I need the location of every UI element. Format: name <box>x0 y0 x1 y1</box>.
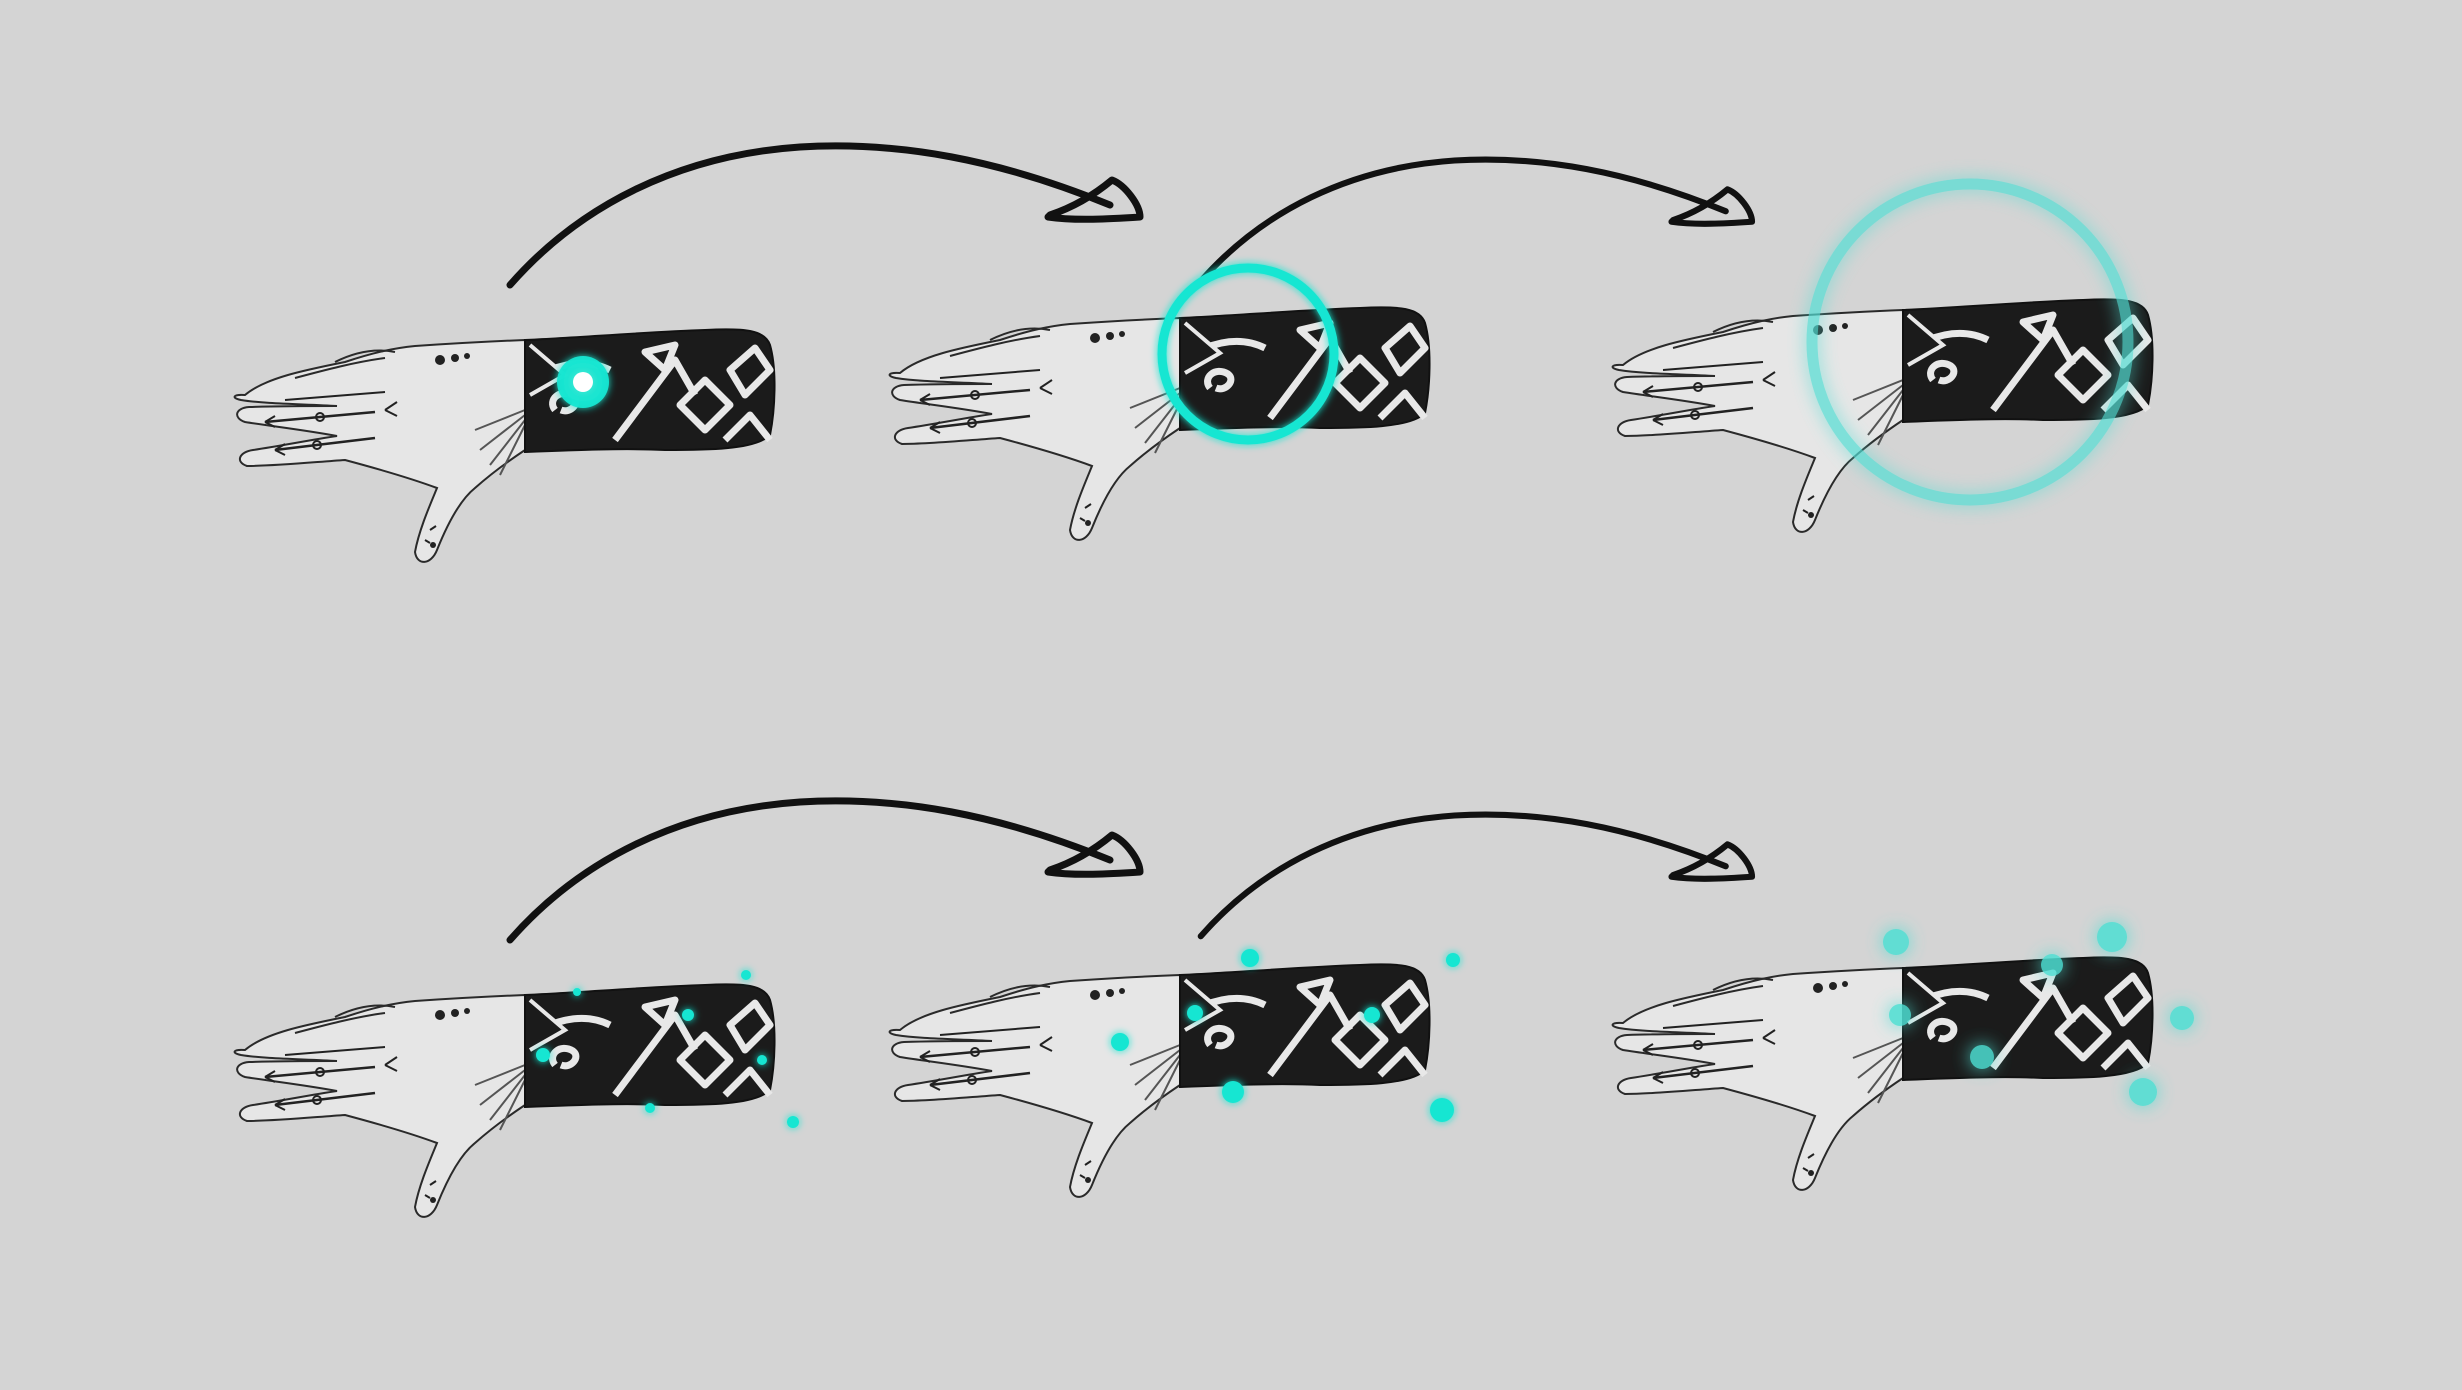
particle-icon <box>1241 949 1259 967</box>
arrow-row1-a <box>510 146 1140 285</box>
glow-point-icon <box>557 356 609 408</box>
frame-medium-particles <box>890 949 1460 1197</box>
particle-glow-icon <box>2170 1006 2194 1030</box>
particle-glow-icon <box>1889 1004 1911 1026</box>
particle-icon <box>757 1055 767 1065</box>
particle-glow-icon <box>1883 929 1909 955</box>
particle-icon <box>573 988 581 996</box>
hand-tattoo-icon <box>890 964 1430 1197</box>
glow-ring-icon <box>1157 263 1339 445</box>
particle-icon <box>536 1048 550 1062</box>
particle-icon <box>645 1103 655 1113</box>
particle-glow-icon <box>1970 1045 1994 1069</box>
particle-icon <box>1430 1098 1454 1122</box>
frame-glowing-particles <box>1613 922 2194 1190</box>
particle-icon <box>1111 1033 1129 1051</box>
particle-icon <box>787 1116 799 1128</box>
particle-icon <box>1446 953 1460 967</box>
particle-icon <box>1222 1081 1244 1103</box>
particle-icon <box>1187 1005 1203 1021</box>
arrow-row2-a <box>510 801 1140 940</box>
frame-point <box>235 329 775 562</box>
particle-icon <box>1364 1007 1380 1023</box>
frame-small-ring <box>890 263 1430 540</box>
particle-glow-icon <box>2129 1078 2157 1106</box>
particle-glow-icon <box>2041 954 2063 976</box>
glow-ring-faded-icon <box>1806 178 2134 506</box>
hand-tattoo-icon <box>235 329 775 562</box>
hand-tattoo-icon <box>235 984 775 1217</box>
hand-tattoo-icon <box>1613 299 2153 532</box>
arrow-row2-b <box>1201 815 1752 937</box>
arrow-row1-b <box>1201 160 1752 282</box>
frame-large-ring <box>1613 178 2153 532</box>
frame-small-particles <box>235 970 799 1217</box>
particle-glow-icon <box>2097 922 2127 952</box>
hand-tattoo-icon <box>1613 957 2153 1190</box>
particle-icon <box>682 1009 694 1021</box>
particle-icon <box>741 970 751 980</box>
